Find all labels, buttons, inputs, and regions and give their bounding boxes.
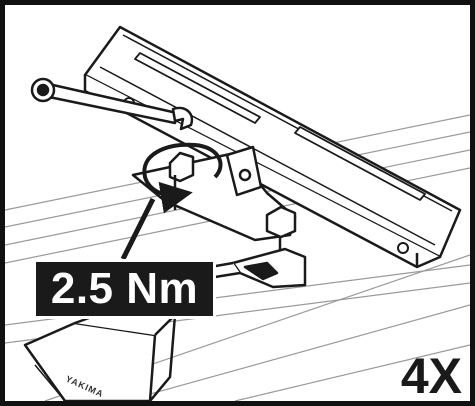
torque-value: 2.5 Nm: [50, 264, 199, 313]
callout-leader-line: [120, 197, 156, 261]
clockwise-rotation-arrow-icon: [142, 142, 223, 214]
clamp-bracket: [131, 145, 297, 267]
torque-callout: 2.5 Nm: [33, 259, 216, 319]
mounting-illustration: YAKIMA: [5, 25, 470, 401]
quantity-label: 4X: [400, 348, 462, 404]
combination-wrench-icon: [30, 77, 194, 131]
clamp-foot: [208, 247, 307, 289]
